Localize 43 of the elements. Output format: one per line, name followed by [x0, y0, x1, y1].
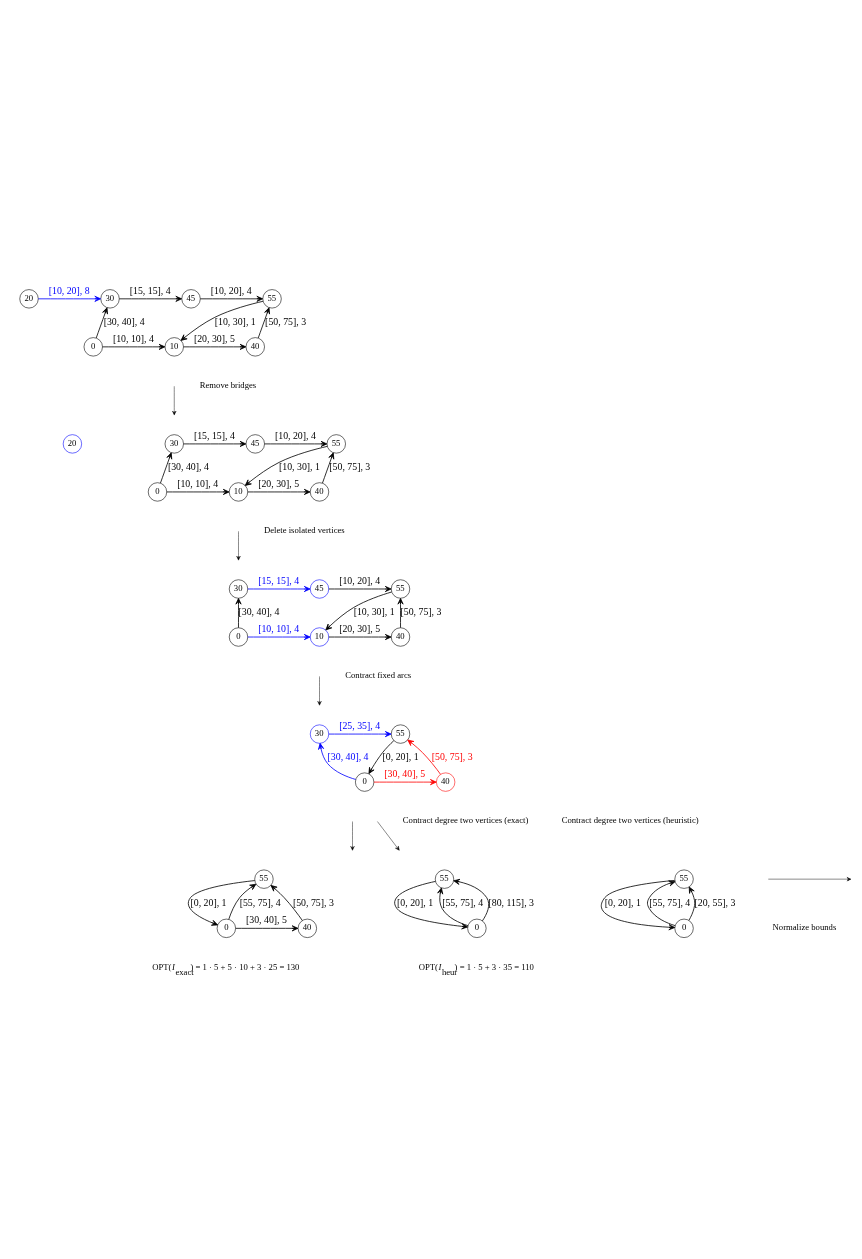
edge-label: [25, 35], 4 — [339, 720, 381, 732]
edge-label: [10, 20], 8 — [48, 284, 90, 296]
edge-label: [10, 10], 4 — [258, 623, 300, 635]
edge-label: [30, 40], 5 — [246, 914, 287, 926]
edge-label: [10, 20], 4 — [210, 284, 252, 296]
edge-label: [50, 75], 3 — [431, 751, 473, 763]
edge-label: [30, 40], 4 — [167, 461, 209, 473]
edge-label: [55, 75], 4 — [649, 896, 691, 908]
edge-label: [15, 15], 4 — [129, 284, 171, 296]
edge-label: [15, 15], 4 — [193, 430, 235, 442]
label: Normalize bounds — [772, 922, 837, 933]
edge-label: [0, 20], 1 — [190, 896, 227, 908]
edge-label: [0, 20], 1 — [604, 896, 641, 908]
edge-label: [10, 30], 1 — [214, 316, 256, 328]
edge-label: [10, 10], 4 — [112, 333, 154, 344]
edge-label: [50, 75], 3 — [292, 896, 334, 908]
edge-label: [10, 20], 4 — [339, 575, 381, 587]
edge-label: [10, 30], 1 — [353, 606, 395, 618]
edge-label: [10, 30], 1 — [279, 461, 320, 473]
edge-label: [20, 30], 5 — [258, 478, 300, 490]
edge-label: [80, 115], 3 — [488, 896, 534, 908]
edge-label: [30, 40], 4 — [327, 751, 369, 763]
edge-label: [50, 75], 3 — [329, 461, 371, 473]
edge-label: [55, 75], 4 — [239, 896, 281, 908]
label: Remove bridges — [199, 379, 257, 390]
edge-label: [30, 40], 4 — [103, 316, 145, 328]
edge-label: [20, 30], 5 — [339, 623, 381, 635]
label: Contract degree two vertices (exact) — [402, 814, 529, 825]
edge-label: [0, 20], 1 — [397, 896, 434, 908]
edge-label: [55, 75], 4 — [442, 896, 484, 908]
edge-label: [15, 15], 4 — [258, 575, 300, 587]
label: Contract degree two vertices (heuristic) — [561, 814, 699, 825]
edge-label: [30, 40], 5 — [384, 768, 426, 780]
edge-label: [20, 30], 5 — [193, 333, 235, 344]
edge-label: [30, 40], 4 — [238, 606, 280, 618]
edge-label: [50, 75], 3 — [400, 606, 442, 618]
label: Delete isolated vertices — [263, 524, 345, 535]
edge-label: [10, 10], 4 — [177, 478, 219, 490]
edge-label: [20, 55], 3 — [694, 896, 736, 908]
edge-label: [10, 20], 4 — [274, 430, 316, 442]
edge-label: [50, 75], 3 — [265, 316, 307, 328]
edge-label: [0, 20], 1 — [382, 751, 419, 763]
label: Contract fixed arcs — [345, 669, 412, 680]
